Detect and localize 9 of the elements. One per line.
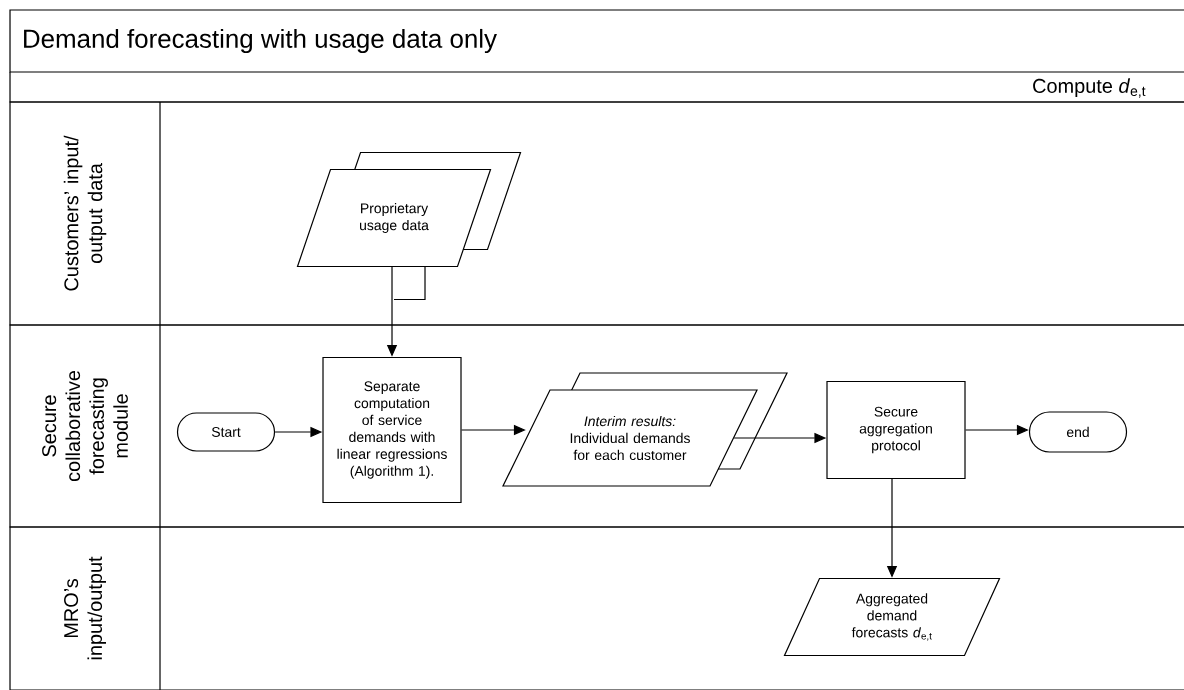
phase-label: Compute d$_{e,t}$ (1033, 78, 1146, 98)
data-parallelogram: Aggregated demand forecasts d$_{e,t}$ (783, 577, 1001, 657)
document-stack: Proprietary usage data (296, 151, 522, 301)
document-stack: Interim results: Individual demands for each customer (502, 372, 788, 487)
terminal: Start (176, 412, 276, 452)
terminal: end (1028, 411, 1128, 453)
title-band: Demand forecasting with usage data only (9, 9, 1184, 73)
process-box: Separate computation of service demands with linear regressions (Algorithm 1). (322, 356, 462, 504)
process-box: Secure aggregation protocol (826, 380, 966, 480)
